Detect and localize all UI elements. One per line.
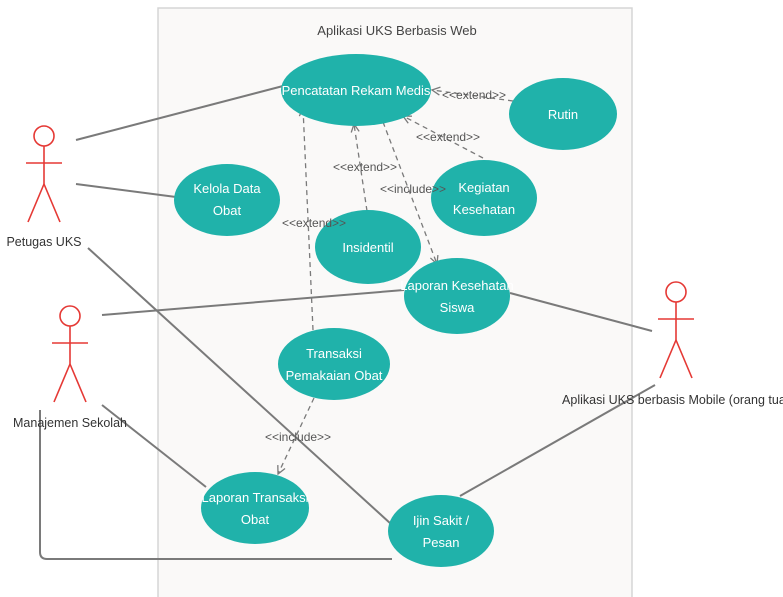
assoc-manajemen-laporan-transaksi (101, 404, 207, 488)
use-case-label: Laporan Kesehatan (400, 278, 513, 293)
actor-label: Aplikasi UKS berbasis Mobile (orang tua) (562, 393, 783, 407)
assoc-petugas-kelola-obat (75, 183, 177, 198)
stick-figure-icon (658, 281, 694, 379)
use-case-label: Pemakaian Obat (286, 368, 383, 383)
assoc-manajemen-laporan-kesehatan (101, 289, 405, 316)
stick-figure-icon (26, 125, 62, 223)
use-case-label: Transaksi (306, 346, 362, 361)
use-case-label: Kegiatan (458, 180, 509, 195)
use-case-label: Kesehatan (453, 202, 515, 217)
extend-label-rutin: <<extend>> (442, 88, 506, 102)
actor-label: Petugas UKS (6, 235, 81, 249)
use-case-insidentil[interactable]: Insidentil (315, 210, 421, 284)
dependencies (278, 90, 514, 474)
actor-aplikasi-mobile[interactable]: Aplikasi UKS berbasis Mobile (orang tua) (562, 281, 783, 407)
use-case-kelola-obat[interactable]: Kelola Data Obat (174, 164, 280, 236)
use-case-label: Insidentil (342, 240, 393, 255)
use-case-label: Ijin Sakit / (413, 513, 470, 528)
assoc-petugas-rekam-medis (75, 85, 284, 141)
extend-label-kegiatan: <<extend>> (416, 130, 480, 144)
extend-insidentil-line (354, 124, 368, 212)
assoc-mobile-laporan-kesehatan (509, 292, 653, 332)
assoc-mobile-ijin-sakit (459, 384, 656, 497)
use-case-label: Obat (213, 203, 242, 218)
system-title: Aplikasi UKS Berbasis Web (317, 23, 476, 38)
stick-figure-icon (52, 305, 88, 403)
extend-rutin-line (432, 90, 514, 102)
use-case-label: Laporan Transaksi (202, 490, 309, 505)
use-case-rutin[interactable]: Rutin (509, 78, 617, 150)
use-case-label: Obat (241, 512, 270, 527)
assoc-manajemen-ijin-sakit (39, 410, 392, 560)
include-label-laporan: <<include>> (380, 182, 446, 196)
extend-kegiatan-line (403, 116, 484, 159)
use-case-label: Pesan (423, 535, 460, 550)
extend-label-transaksi: <<extend>> (282, 216, 346, 230)
use-case-label: Kelola Data (193, 181, 261, 196)
use-case-laporan-kesehatan[interactable]: Laporan Kesehatan Siswa (400, 258, 514, 334)
include-laporan-line (382, 121, 437, 264)
use-case-laporan-transaksi[interactable]: Laporan Transaksi Obat (201, 472, 309, 544)
include-label-transaksi: <<include>> (265, 430, 331, 444)
use-case-label: Siswa (440, 300, 475, 315)
assoc-petugas-ijin-sakit (87, 247, 403, 535)
extend-label-insidentil: <<extend>> (333, 160, 397, 174)
use-case-ijin-sakit[interactable]: Ijin Sakit / Pesan (388, 495, 494, 567)
use-case-label: Pencatatan Rekam Medis (282, 83, 431, 98)
actor-petugas-uks[interactable]: Petugas UKS (6, 125, 82, 249)
use-case-kegiatan-kesehatan[interactable]: Kegiatan Kesehatan (431, 160, 537, 236)
actor-manajemen-sekolah[interactable]: Manajemen Sekolah (13, 305, 127, 430)
use-case-label: Rutin (548, 107, 578, 122)
use-case-rekam-medis[interactable]: Pencatatan Rekam Medis (281, 54, 431, 126)
associations (39, 85, 656, 560)
extend-transaksi-line (303, 108, 314, 331)
use-case-transaksi-obat[interactable]: Transaksi Pemakaian Obat (278, 328, 390, 400)
actor-label: Manajemen Sekolah (13, 416, 127, 430)
